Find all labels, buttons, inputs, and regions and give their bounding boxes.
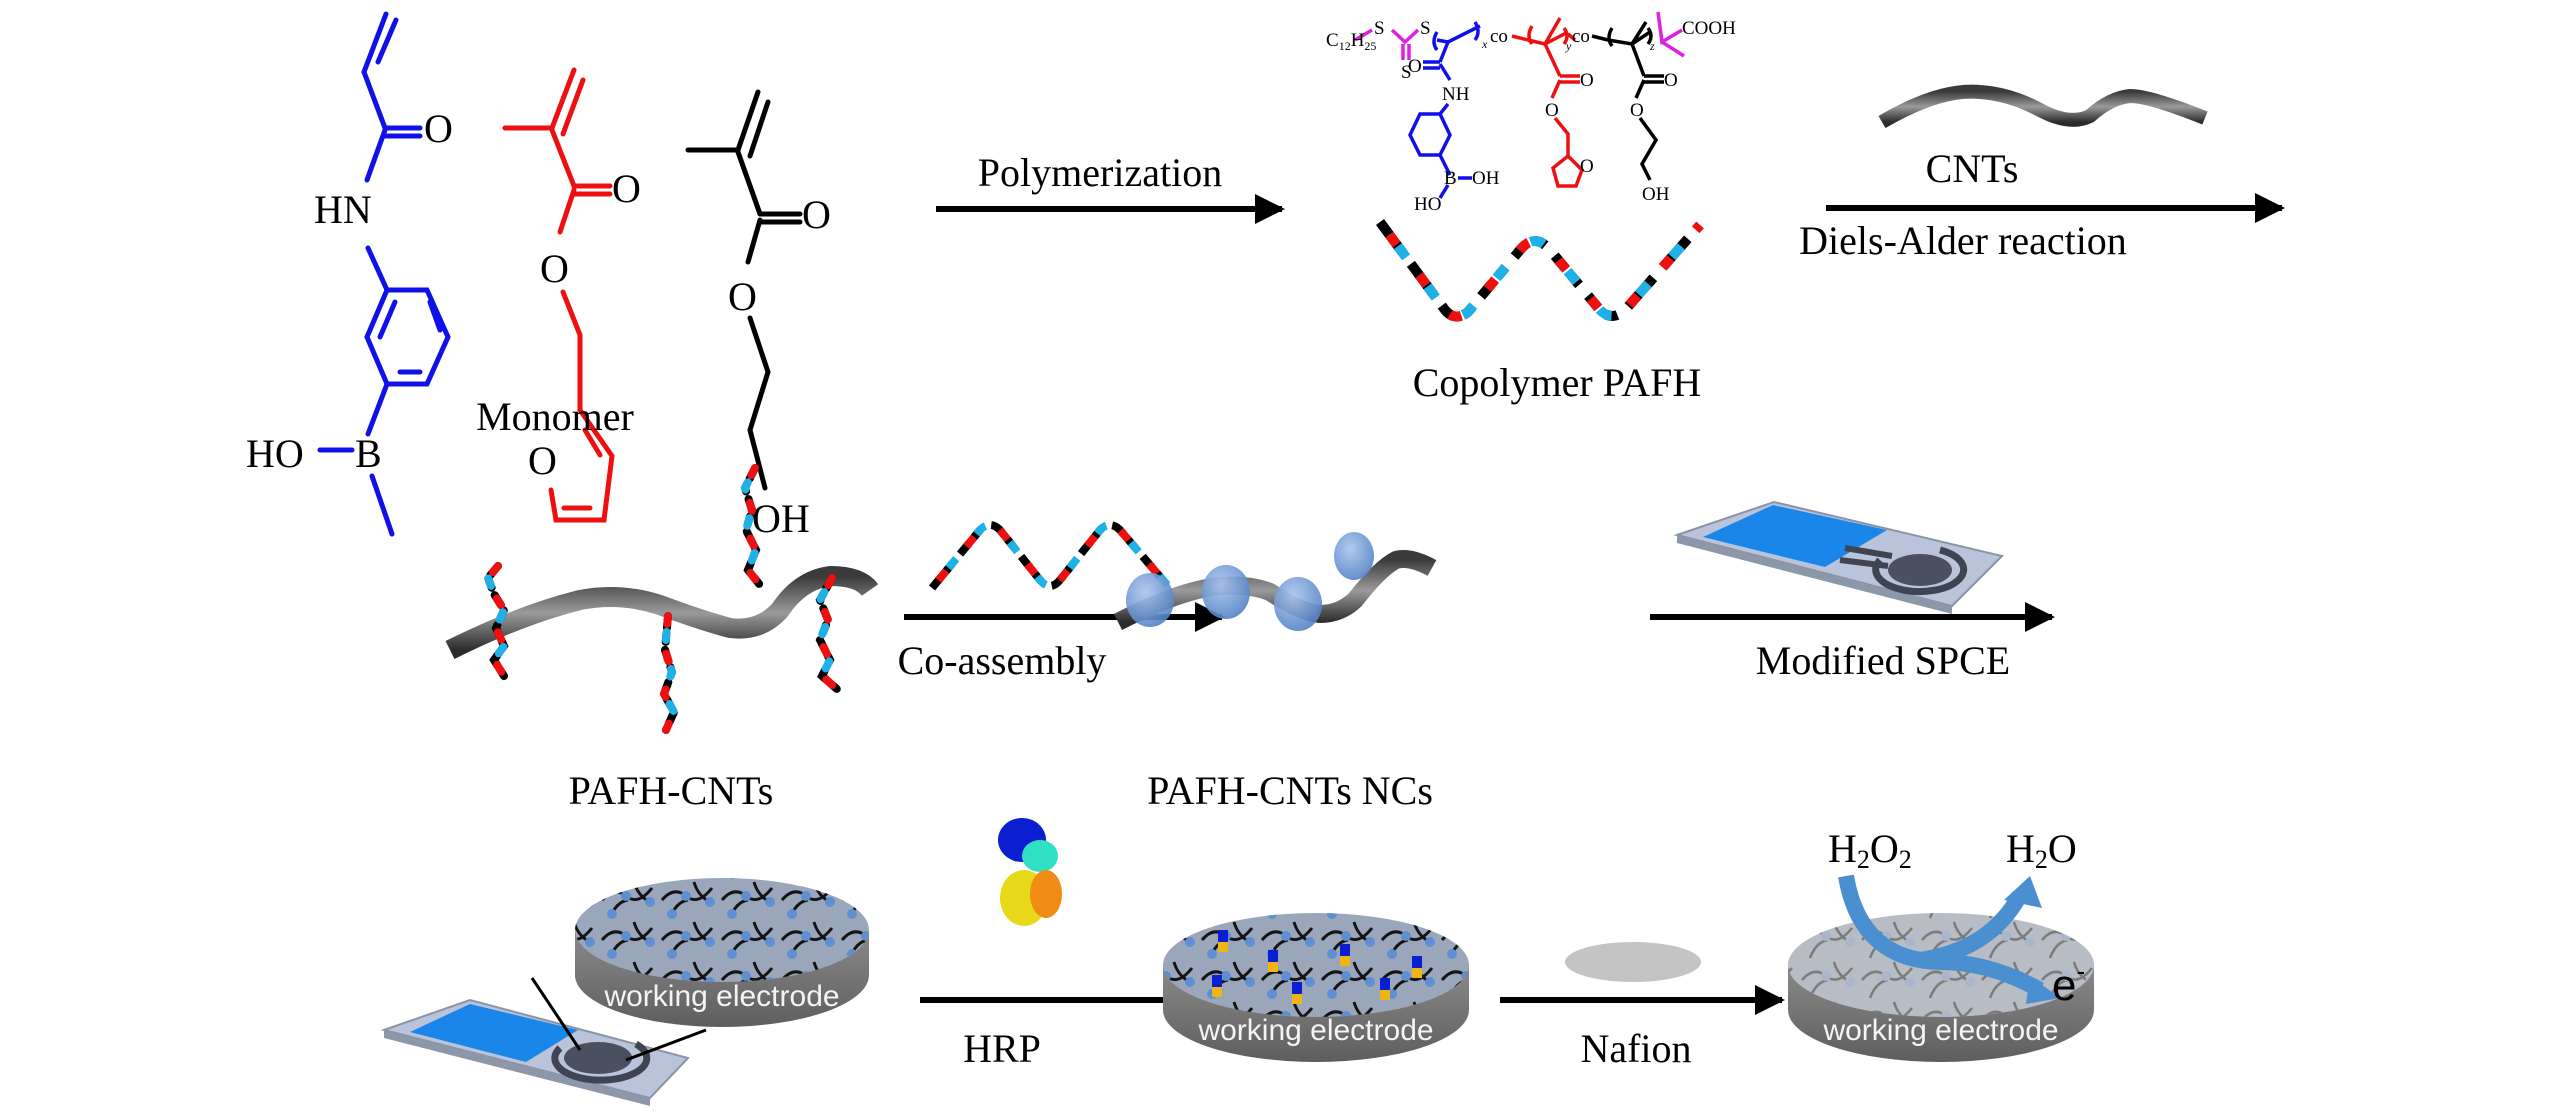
working-electrode-text: working electrode	[1197, 1014, 1433, 1047]
atom-label: B	[1444, 168, 1457, 189]
atom-label: OH	[1642, 184, 1670, 205]
nafion-label: Nafion	[1580, 1026, 1691, 1071]
pafh-cnts-graphic	[445, 464, 879, 734]
polymer-nanosphere	[1274, 577, 1322, 631]
chain-end-label: C12H25	[1326, 30, 1376, 53]
grafted-chain-blue	[740, 464, 764, 589]
carbon-nanotube	[1878, 84, 2208, 129]
atom-label: O	[1664, 70, 1678, 91]
monomer-hydroxyethyl-methacrylate	[685, 89, 803, 491]
atom-label: O	[1630, 100, 1644, 121]
coassembly-label: Co-assembly	[898, 638, 1107, 683]
atom-label: HO	[246, 431, 304, 476]
atom-label: O	[528, 438, 557, 483]
atom-label: O	[1545, 100, 1559, 121]
pafh-cnts-label: PAFH-CNTs	[569, 768, 774, 813]
atom-label: OH	[752, 496, 810, 541]
end-group-label: COOH	[1682, 18, 1736, 39]
copolymer-structure: C12H25 S S S x co y co z COOH O NH B OH …	[1326, 11, 1736, 215]
copolymer-chain-cartoon	[928, 521, 1172, 591]
atom-label: O	[802, 192, 831, 237]
h2o-label: H2O	[2006, 826, 2077, 874]
copolymer-chain-red-segments	[928, 521, 1172, 591]
electron-label: e-	[2052, 956, 2085, 1010]
working-electrode-text: working electrode	[603, 980, 839, 1013]
grafted-chain-blue	[815, 574, 842, 694]
atom-label: O	[540, 246, 569, 291]
nafion-film-icon	[1565, 942, 1701, 982]
atom-label: HN	[314, 187, 372, 232]
monomer-boronic-acid	[317, 11, 451, 537]
polymer-nanosphere	[1126, 573, 1174, 627]
immobilized-hrp	[1212, 930, 1422, 1004]
copolymer-label: Copolymer PAFH	[1413, 360, 1702, 405]
atom-label: O	[612, 166, 641, 211]
reaction-arrow-water	[1918, 891, 2028, 968]
hrp-enzyme-icon	[998, 818, 1062, 926]
polymerization-label: Polymerization	[978, 150, 1222, 195]
polymer-nanosphere	[1202, 565, 1250, 619]
atom-label: O	[1580, 156, 1594, 177]
spce-electrode	[380, 977, 707, 1106]
atom-label: O	[424, 106, 453, 151]
grafted-chain-red	[740, 464, 764, 589]
arrowhead-icon	[2026, 976, 2060, 1004]
repeat-index-y: y	[1565, 39, 1572, 53]
arrowhead-icon	[2004, 876, 2042, 908]
diels-alder-label: Diels-Alder reaction	[1799, 218, 2127, 263]
nanocomposite-label: PAFH-CNTs NCs	[1147, 768, 1433, 813]
monomer-furfuryl-methacrylate	[502, 67, 615, 523]
carbon-nanotube	[445, 565, 879, 659]
atom-label: O	[728, 274, 757, 319]
co-label: co	[1490, 26, 1508, 47]
co-label: co	[1572, 26, 1590, 47]
atom-label: B	[355, 431, 382, 476]
atom-label: S	[1401, 62, 1412, 83]
grafted-chain	[659, 612, 679, 734]
cnts-label: CNTs	[1926, 146, 2019, 191]
working-electrode-disk-final: working electrode	[1788, 913, 2094, 1062]
grafted-chain-blue	[483, 562, 509, 680]
working-electrode-text: working electrode	[1822, 1014, 2058, 1047]
grafted-chain-blue	[659, 612, 679, 734]
atom-label: HO	[1414, 194, 1441, 215]
atom-label: S	[1374, 18, 1385, 39]
modified-spce-label: Modified SPCE	[1756, 638, 2010, 683]
copolymer-chain-blue-segments	[928, 521, 1172, 591]
atom-label: NH	[1442, 84, 1470, 105]
copolymer-chain-cartoon	[1375, 219, 1704, 322]
atom-label: S	[1420, 18, 1431, 39]
repeat-index-z: z	[1649, 39, 1655, 53]
copolymer-chain-red-segments	[1375, 219, 1704, 322]
polymer-nanosphere	[1334, 532, 1374, 580]
spce-electrode	[1673, 500, 2004, 614]
h2o2-label: H2O2	[1828, 826, 1912, 874]
atom-label: OH	[1472, 168, 1500, 189]
repeat-index-x: x	[1481, 37, 1488, 51]
working-electrode-disk-hrp: working electrode	[1163, 913, 1469, 1062]
atom-label: O	[1408, 56, 1422, 77]
pafh-cnts-nanocomposite	[1113, 532, 1437, 631]
working-electrode-disk: working electrode	[575, 878, 869, 1027]
copolymer-chain-blue-segments	[1375, 219, 1704, 322]
hrp-label: HRP	[963, 1026, 1041, 1071]
monomer-label: Monomer	[476, 394, 634, 439]
atom-label: O	[1580, 70, 1594, 91]
